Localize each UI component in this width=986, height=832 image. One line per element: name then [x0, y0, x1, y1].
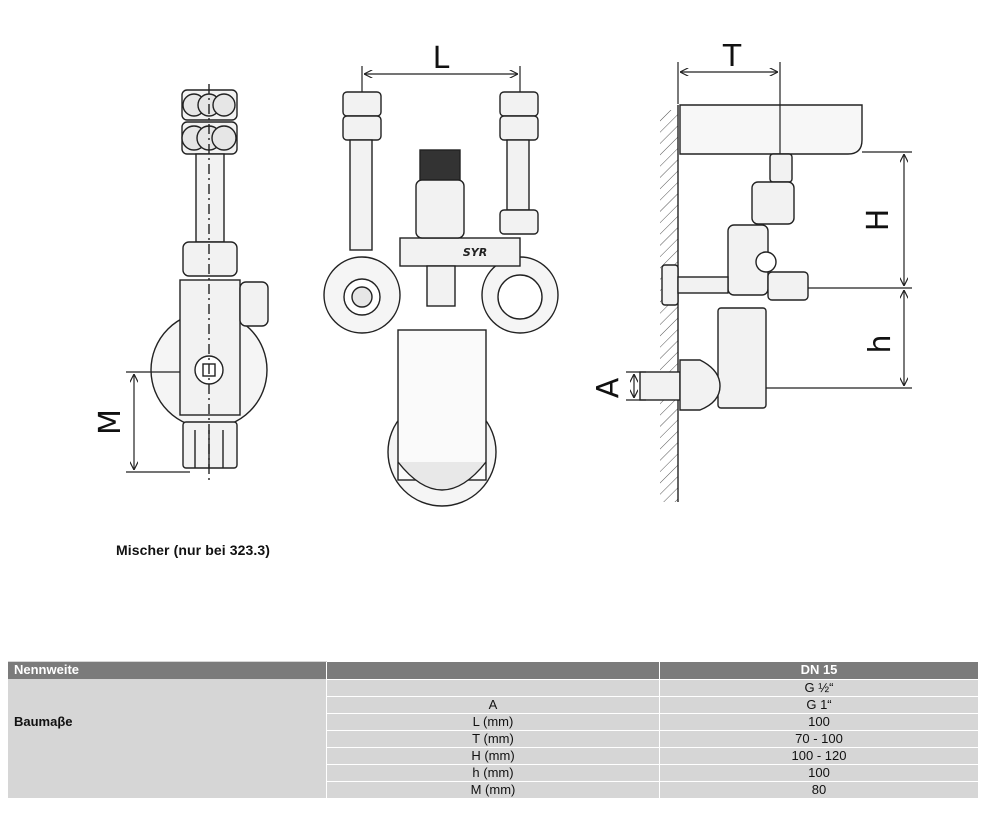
header-label: Nennweite — [8, 661, 327, 680]
figure-caption: Mischer (nur bei 323.3) — [116, 542, 271, 558]
table-row: G ½“ — [8, 679, 978, 697]
table-row: A G 1“ — [8, 696, 978, 714]
table-row: Baumaβe L (mm) 100 — [8, 713, 978, 731]
table-row: T (mm) 70 - 100 — [8, 730, 978, 748]
technical-drawing: L T H h A M SYR — [93, 39, 912, 507]
installation-view — [639, 104, 863, 502]
group-label: Baumaβe — [8, 713, 327, 731]
header-value: DN 15 — [659, 661, 978, 680]
side-view — [150, 84, 269, 480]
table-row: h (mm) 100 — [8, 764, 978, 782]
dimension-label-H: H — [861, 209, 896, 232]
dimension-label-T: T — [722, 39, 742, 74]
dimension-label-h: h — [863, 334, 898, 353]
header-spacer — [326, 661, 660, 680]
table-row: M (mm) 80 — [8, 781, 978, 798]
dimension-label-M: M — [93, 409, 128, 435]
spec-table: Nennweite DN 15 G ½“ A G 1“ Baumaβe L (m… — [8, 661, 978, 798]
brand-mark-logo: SYR — [463, 246, 487, 259]
table-row: H (mm) 100 - 120 — [8, 747, 978, 765]
dimension-label-A: A — [591, 377, 626, 398]
front-view — [323, 91, 559, 507]
table-header-row: Nennweite DN 15 — [8, 661, 978, 680]
dimension-label-L: L — [433, 41, 450, 76]
